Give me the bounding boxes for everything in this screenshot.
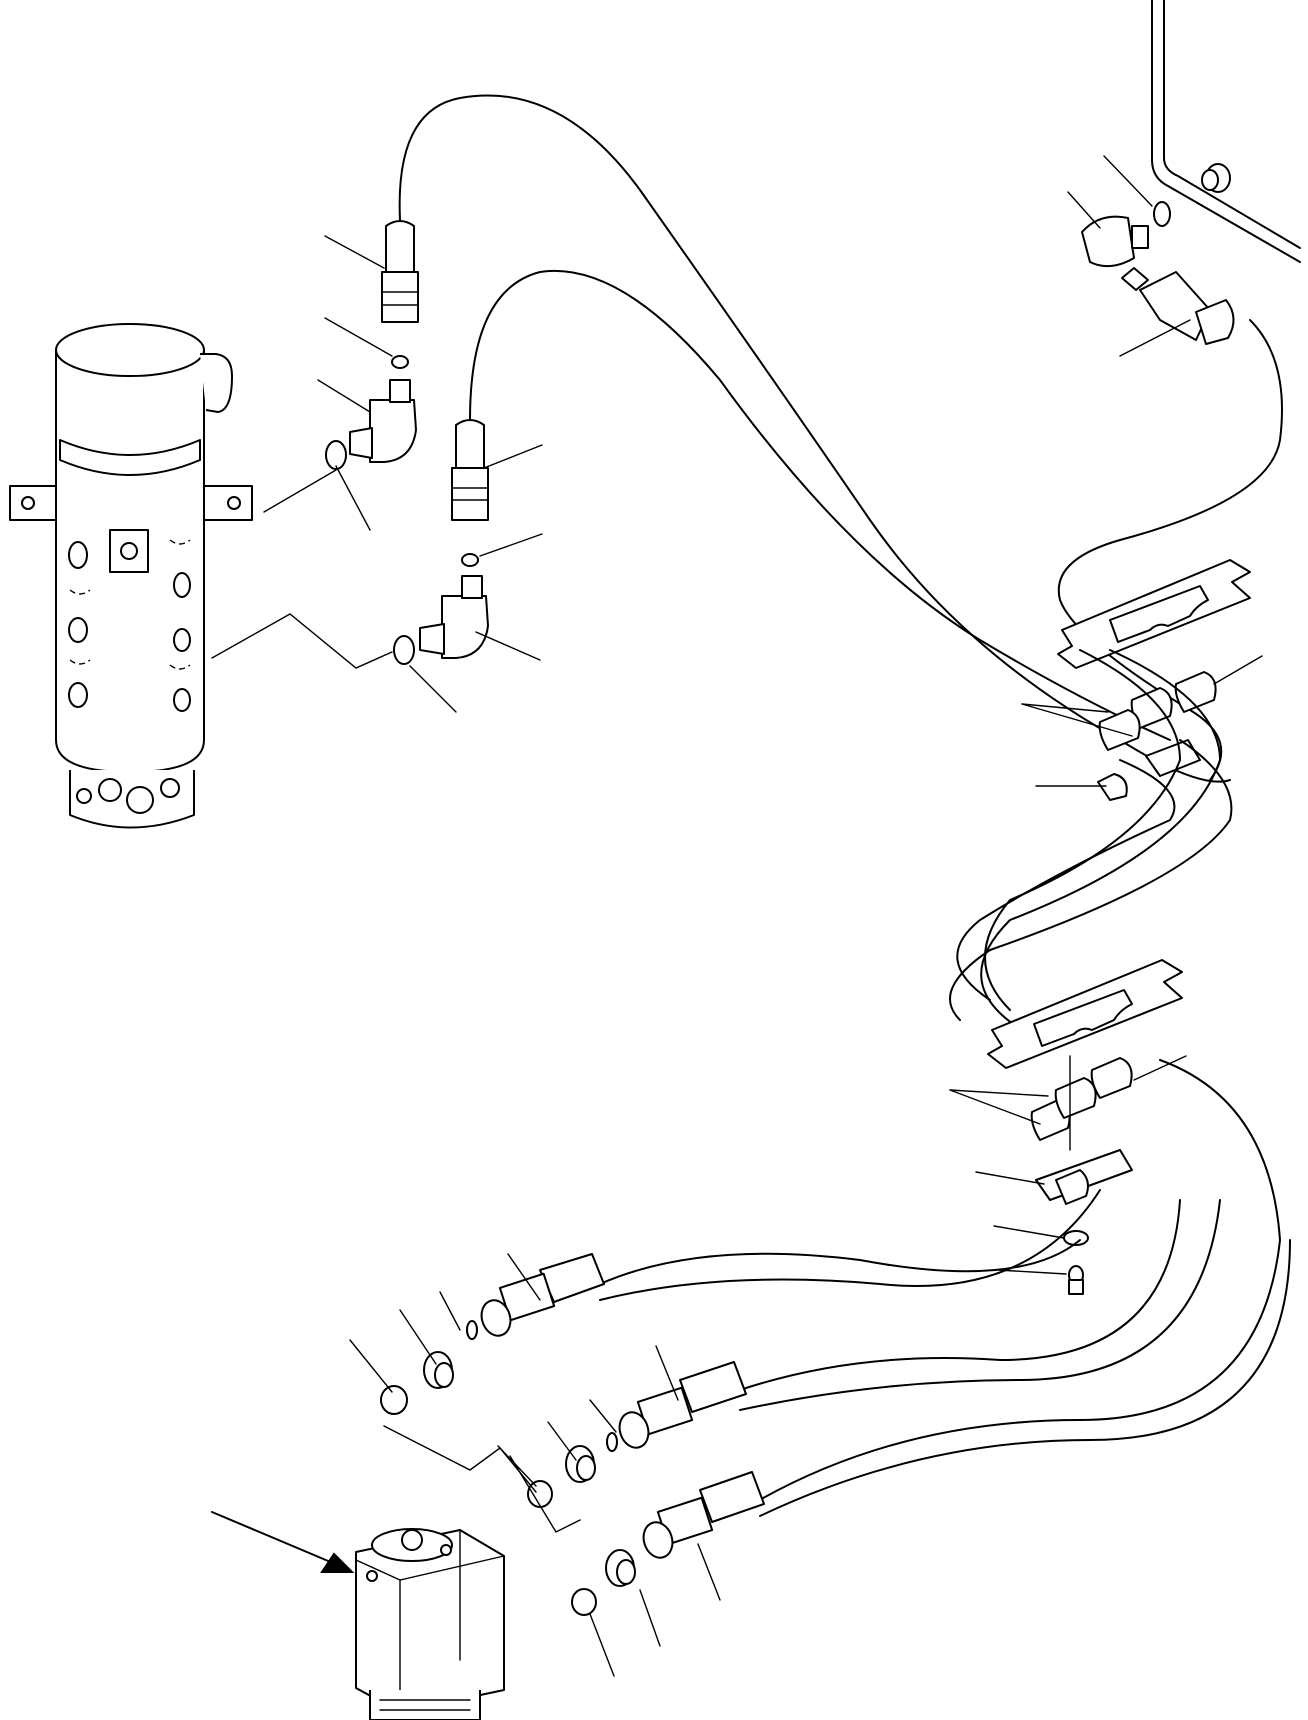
top-right-fitting [1081, 201, 1235, 345]
mounting-frame [1151, 0, 1301, 263]
lower-hoses [599, 1059, 1291, 1517]
pointer-arrow [211, 1511, 355, 1573]
clamp-set-upper [1057, 559, 1251, 801]
lower-fittings [380, 1253, 765, 1616]
clamp-set-lower [987, 959, 1183, 1295]
swivel-joint [9, 323, 253, 829]
long-hoses [949, 649, 1233, 1041]
leader-lines [211, 155, 1263, 1677]
upper-fittings [325, 220, 489, 665]
steering-unit [355, 1528, 505, 1720]
upper-hoses [398, 94, 1283, 783]
